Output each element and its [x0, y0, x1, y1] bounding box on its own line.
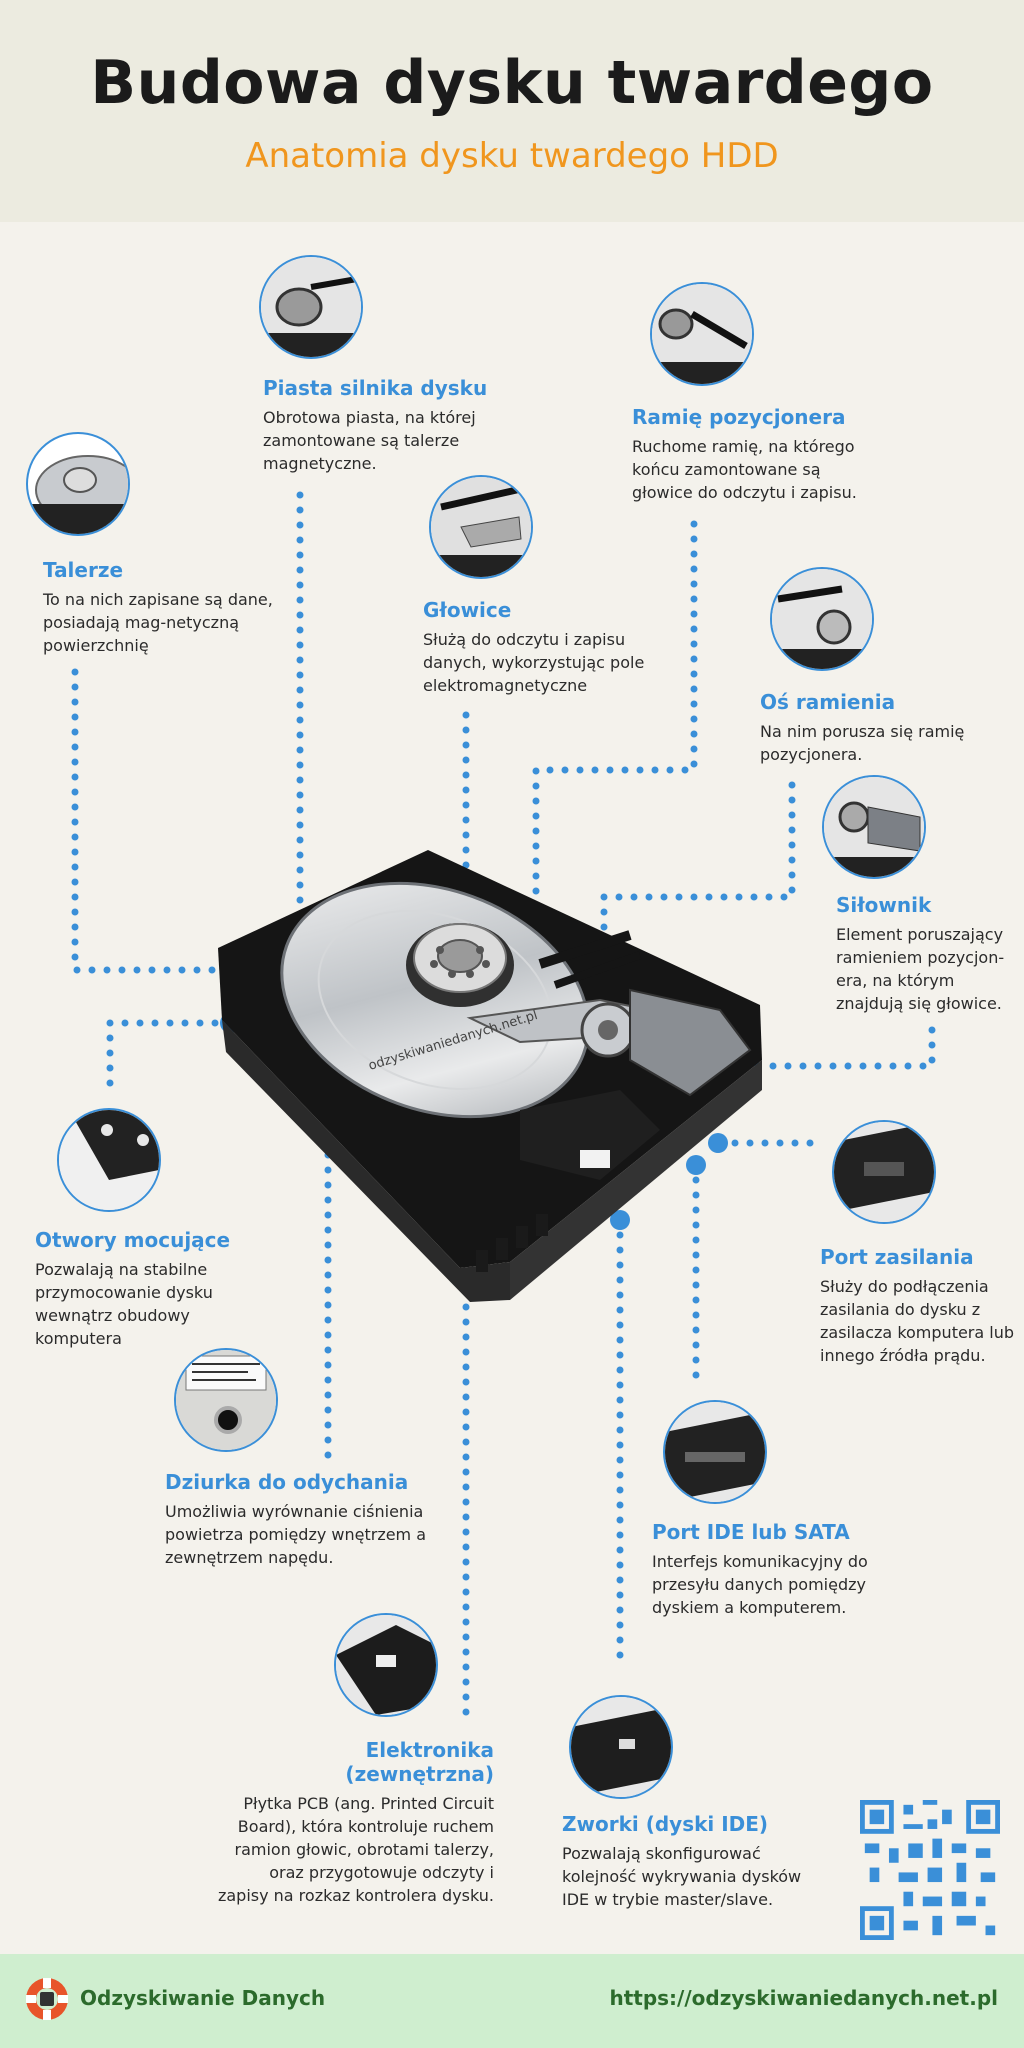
- ide-sata-port-photo-icon: [663, 1400, 767, 1504]
- callout-port-zasilania-text: Służy do podłączenia zasilania do dysku …: [820, 1277, 1015, 1365]
- callout-os-title: Oś ramienia: [760, 690, 896, 714]
- callout-talerze-title: Talerze: [43, 558, 124, 582]
- callout-elektronika-title: Elektronika (zewnętrzna): [345, 1738, 494, 1786]
- callout-dziurka-text: Umożliwia wyrównanie ciśnienia powietrza…: [165, 1502, 427, 1567]
- site-url-link[interactable]: https://odzyskiwaniedanych.net.pl: [609, 1986, 998, 2010]
- callout-zworki-title: Zworki (dyski IDE): [562, 1812, 769, 1836]
- callout-otwory-title: Otwory mocujące: [35, 1228, 231, 1252]
- power-port-photo-icon: [832, 1120, 936, 1224]
- page-title: Budowa dysku twardego: [90, 48, 934, 118]
- arm-pivot-photo-icon: [770, 567, 874, 671]
- callout-zworki: Zworki (dyski IDE) Pozwalają skonfigurow…: [562, 1812, 812, 1911]
- breather-hole-photo-icon: [174, 1348, 278, 1452]
- callout-os-text: Na nim porusza się ramię pozycjonera.: [760, 722, 965, 764]
- callout-ramie-text: Ruchome ramię, na którego końcu zamontow…: [632, 437, 857, 502]
- callout-port-ide: Port IDE lub SATA Interfejs komunikacyjn…: [652, 1520, 912, 1619]
- callout-os: Oś ramienia Na nim porusza się ramię poz…: [760, 690, 1000, 766]
- callout-port-zasilania-title: Port zasilania: [820, 1245, 974, 1269]
- callout-port-zasilania: Port zasilania Służy do podłączenia zasi…: [820, 1245, 1016, 1367]
- callout-dziurka-title: Dziurka do odychania: [165, 1470, 409, 1494]
- mounting-holes-photo-icon: [57, 1108, 161, 1212]
- lifebuoy-icon[interactable]: [24, 1976, 70, 2022]
- callout-otwory: Otwory mocujące Pozwalają na stabilne pr…: [35, 1228, 255, 1350]
- callout-elektronika-text: Płytka PCB (ang. Printed Circuit Board),…: [217, 1794, 494, 1905]
- qr-code-icon[interactable]: [860, 1800, 1000, 1940]
- marker-port-ide: [686, 1155, 706, 1175]
- callout-talerze: Talerze To na nich zapisane są dane, pos…: [43, 558, 273, 657]
- actuator-magnet-photo-icon: [822, 775, 926, 879]
- brand-name[interactable]: Odzyskiwanie Danych: [80, 1986, 326, 2010]
- jumpers-photo-icon: [569, 1695, 673, 1799]
- pcb-photo-icon: [334, 1613, 438, 1717]
- callout-glowice-title: Głowice: [423, 598, 512, 622]
- callout-piasta: Piasta silnika dysku Obrotowa piasta, na…: [263, 376, 503, 475]
- read-head-photo-icon: [429, 475, 533, 579]
- callout-ramie-title: Ramię pozycjonera: [632, 405, 846, 429]
- connector-ramie: [532, 520, 698, 1029]
- callout-otwory-text: Pozwalają na stabilne przymocowanie dysk…: [35, 1260, 213, 1348]
- callout-silownik-text: Element poruszający ramieniem pozycjon-e…: [836, 925, 1005, 1013]
- callout-glowice-text: Służą do odczytu i zapisu danych, wykorz…: [423, 630, 645, 695]
- callout-silownik-title: Siłownik: [836, 893, 932, 917]
- platter-photo-icon: [26, 432, 130, 536]
- connector-silownik: [654, 1026, 936, 1070]
- callout-port-ide-title: Port IDE lub SATA: [652, 1520, 850, 1544]
- callout-piasta-title: Piasta silnika dysku: [263, 376, 488, 400]
- header-band: Budowa dysku twardego Anatomia dysku twa…: [0, 0, 1024, 222]
- callout-port-ide-text: Interfejs komunikacyjny do przesyłu dany…: [652, 1552, 868, 1617]
- callout-talerze-text: To na nich zapisane są dane, posiadają m…: [43, 590, 273, 655]
- callout-elektronika: Elektronika (zewnętrzna) Płytka PCB (ang…: [214, 1738, 494, 1907]
- callout-piasta-text: Obrotowa piasta, na której zamontowane s…: [263, 408, 476, 473]
- page-subtitle: Anatomia dysku twardego HDD: [245, 136, 779, 176]
- actuator-arm-photo-icon: [650, 282, 754, 386]
- marker-zworki: [610, 1210, 630, 1230]
- callout-ramie: Ramię pozycjonera Ruchome ramię, na któr…: [632, 405, 882, 504]
- footer-band: Odzyskiwanie Danych https://odzyskiwanie…: [0, 1954, 1024, 2048]
- marker-port-zasilania: [708, 1133, 728, 1153]
- callout-silownik: Siłownik Element poruszający ramieniem p…: [836, 893, 1016, 1015]
- callout-dziurka: Dziurka do odychania Umożliwia wyrównani…: [165, 1470, 455, 1569]
- connector-otwory: [106, 1019, 234, 1094]
- callout-zworki-text: Pozwalają skonfigurować kolejność wykryw…: [562, 1844, 802, 1909]
- callout-glowice: Głowice Służą do odczytu i zapisu danych…: [423, 598, 653, 697]
- spindle-hub-photo-icon: [259, 255, 363, 359]
